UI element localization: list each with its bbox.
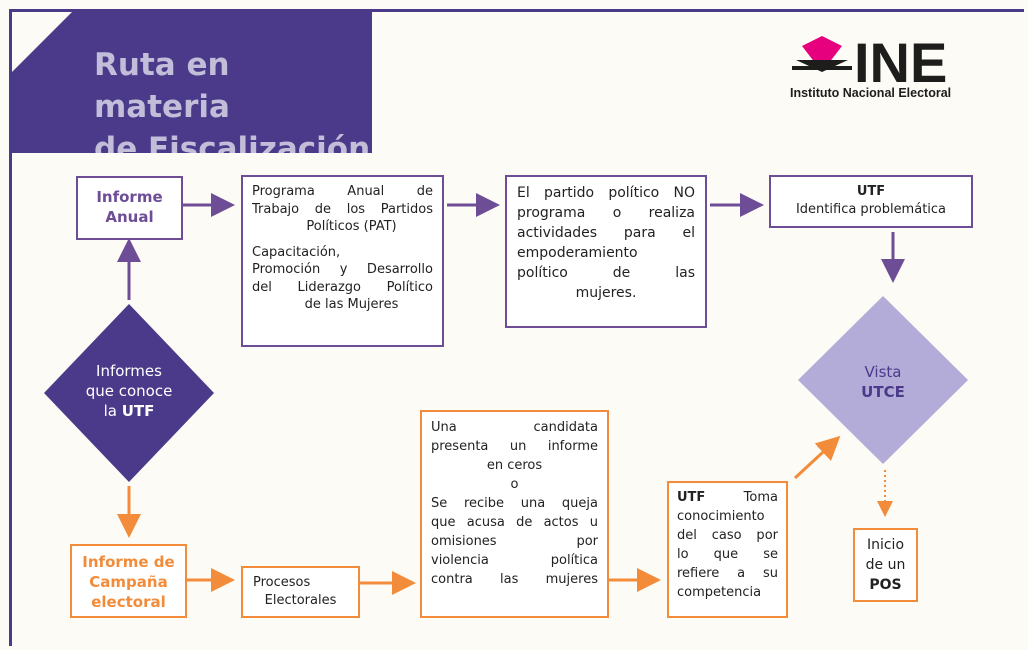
pat-box: Programa Anual de Trabajo de los Partido… <box>241 175 444 347</box>
utf-toma-line-3: del caso por <box>677 528 778 543</box>
utf-toma-line-5: refiere a su <box>677 566 778 581</box>
arrow-utf-toma-to-vista <box>793 435 841 480</box>
vista-diamond <box>798 296 968 464</box>
center-diamond-line-3: la <box>103 402 122 420</box>
partido-line-4: empoderamiento <box>517 245 638 261</box>
center-diamond-label: Informes que conoce la UTF <box>64 361 194 421</box>
candidata-line-8: violencia política <box>431 553 598 568</box>
utf-toma-bold: UTF <box>677 490 706 505</box>
utf-toma-line-4: lo que se <box>677 547 778 562</box>
informe-campana-box: Informe de Campaña electoral <box>70 544 187 618</box>
utf-toma-line-6: competencia <box>677 585 762 600</box>
center-diamond-utf: UTF <box>121 402 155 420</box>
partido-line-5: político de las <box>517 265 695 281</box>
candidata-line-9: contra las mujeres <box>431 572 598 587</box>
center-diamond-line-1: Informes <box>96 362 162 380</box>
partido-line-6: mujeres. <box>575 285 637 301</box>
ine-logo: INE <box>792 32 947 94</box>
title-banner: Ruta en materia de Fiscalización <box>12 12 372 153</box>
informe-anual-box: Informe Anual <box>76 176 183 240</box>
candidata-box: Una candidata presenta un informe en cer… <box>420 410 609 618</box>
candidata-line-2: presenta un informe <box>431 439 598 454</box>
page-title: Ruta en materia de Fiscalización <box>94 44 372 167</box>
utf-toma-box: UTF Toma conocimiento del caso por lo qu… <box>667 481 788 618</box>
utf-toma-rest: Toma <box>743 490 778 505</box>
inicio-pos-bold: POS <box>869 577 902 593</box>
campana-line-3: electoral <box>91 593 166 611</box>
candidata-line-6: que acusa de actos u <box>431 515 598 530</box>
partido-line-1: El partido político NO <box>517 185 695 201</box>
informe-anual-line-1: Informe <box>96 188 163 206</box>
pat-line-3: Políticos (PAT) <box>306 219 397 234</box>
utf-problematica-text: Identifica problemática <box>795 201 947 217</box>
vista-line-1: Vista <box>864 363 902 381</box>
informe-anual-line-2: Anual <box>105 208 154 226</box>
title-line-1: Ruta en materia <box>94 47 230 125</box>
procesos-line-2: Electorales <box>264 592 337 608</box>
pat-line-1: Programa Anual de <box>252 184 433 199</box>
pat-line-5: Promoción y Desarrollo <box>252 262 433 277</box>
inicio-pos-box: Inicio de un POS <box>853 528 918 602</box>
inicio-line-1: Inicio <box>866 537 905 553</box>
procesos-box: Procesos Electorales <box>241 566 360 618</box>
logo-acronym: INE <box>854 32 947 94</box>
candidata-line-1: Una candidata <box>431 420 598 435</box>
partido-line-2: programa o realiza <box>517 205 695 221</box>
center-diamond-line-2: que conoce <box>85 382 173 400</box>
ine-diamond-logo-icon <box>792 36 852 72</box>
pat-line-2: Trabajo de los Partidos <box>252 201 433 217</box>
center-diamond <box>44 304 214 482</box>
campana-line-2: Campaña <box>89 573 168 591</box>
pat-line-4: Capacitación, <box>252 244 341 260</box>
utf-problematica-box: UTF Identifica problemática <box>769 175 973 228</box>
pat-line-7: de las Mujeres <box>304 297 399 312</box>
candidata-line-5: Se recibe una queja <box>431 496 598 511</box>
logo-subtitle: Instituto Nacional Electoral <box>790 86 952 100</box>
partido-box: El partido político NO programa o realiz… <box>505 175 707 328</box>
procesos-line-1: Procesos <box>253 575 311 590</box>
campana-line-1: Informe de <box>82 553 175 571</box>
utf-problematica-bold: UTF <box>856 184 886 199</box>
candidata-line-3: en ceros <box>486 458 543 473</box>
pat-line-6: del Liderazgo Político <box>252 279 433 295</box>
inicio-line-2: de un <box>865 557 906 573</box>
candidata-line-4: o <box>510 477 519 492</box>
candidata-line-7: omisiones por <box>431 534 598 549</box>
utf-toma-line-2: conocimiento <box>677 509 765 524</box>
vista-diamond-label: Vista UTCE <box>833 362 933 402</box>
vista-line-2: UTCE <box>861 383 905 401</box>
partido-line-3: actividades para el <box>517 225 695 241</box>
title-line-2: de Fiscalización <box>94 131 371 167</box>
